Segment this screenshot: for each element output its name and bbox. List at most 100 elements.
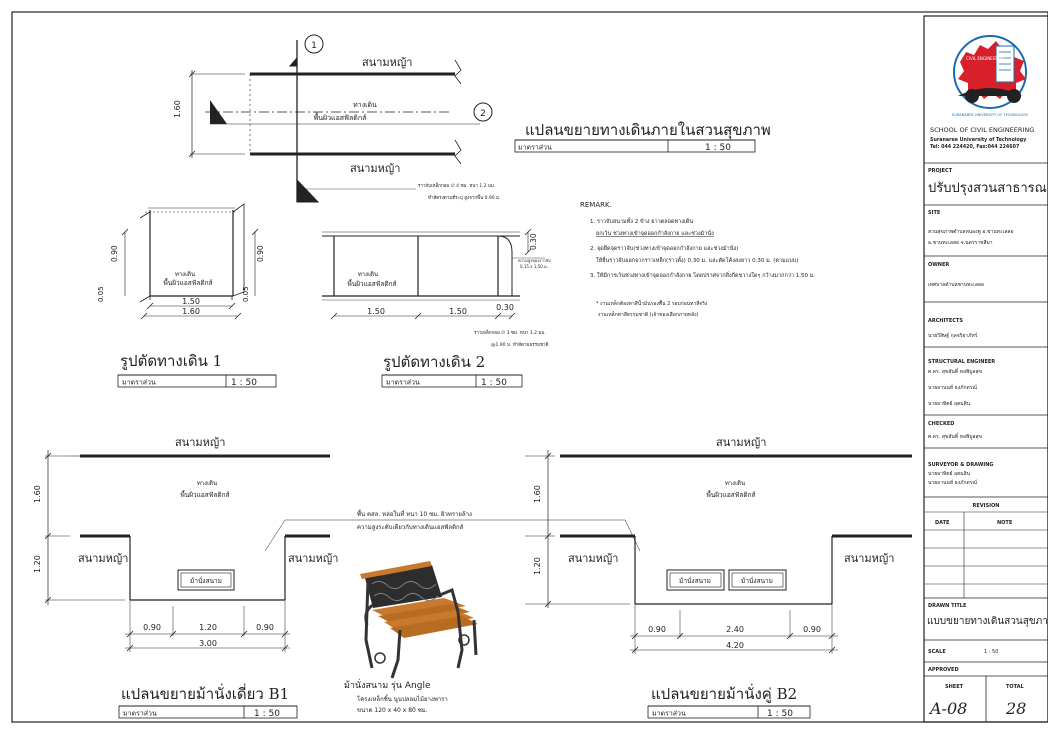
b2-scale-value: 1 : 50 xyxy=(767,709,793,719)
section-1-title: รูปตัดทางเดิน 1 xyxy=(120,352,222,370)
sheet-number: A-08 xyxy=(928,699,967,718)
revision-note-label: NOTE xyxy=(997,520,1013,526)
b2-lawn-top: สนามหญ้า xyxy=(716,436,766,449)
section-1-dim-h-left: 0.90 xyxy=(110,245,119,262)
bench-photo-line-2: ขนาด 120 x 40 x 80 ซม. xyxy=(357,707,428,714)
approved-label: APPROVED xyxy=(928,667,959,673)
b1-lawn-top: สนามหญ้า xyxy=(175,436,225,449)
owner-name: เทศบาลตำบลชานทะเลสอ xyxy=(928,282,984,288)
project-name: ปรับปรุงสวนสาธารณะ xyxy=(928,181,1048,196)
drawn-title: แบบขยายทางเดินสวนสุขภาพ xyxy=(927,616,1048,627)
section-2-dim-b: 1.50 xyxy=(449,307,467,316)
section-1-walk-label: ทางเดิน xyxy=(175,271,195,278)
plan-title: แปลนขยายทางเดินภายในสวนสุขภาพ xyxy=(525,121,771,140)
b1-title: แปลนขยายม้านั่งเดี่ยว B1 xyxy=(121,683,289,703)
garden-bench-illustration xyxy=(360,561,478,679)
plan-scale-label: มาตราส่วน xyxy=(518,144,552,152)
structural-engineer-1: ศ.ดร. สุขสันติ์ หอพิบูลสุข xyxy=(928,367,982,375)
section-2-dim-a: 1.50 xyxy=(367,307,385,316)
b2-dim-1: 0.90 xyxy=(648,625,666,634)
walkway-surface-label: พื้นผิวแอสฟัลติกส์ xyxy=(314,111,367,122)
section-1-note-paint: ทำสีตรงตามที่ระบุ สูงจากพื้น 0.90 ม. xyxy=(428,194,500,201)
section-2-walk-label: ทางเดิน xyxy=(358,271,378,278)
b2-dim-niche: 1.20 xyxy=(533,557,542,575)
b2-title: แปลนขยายม้านั่งคู่ B2 xyxy=(651,683,797,703)
section-2-dim-c: 0.30 xyxy=(496,303,514,312)
university-name: Suranaree University of Technology xyxy=(930,137,1027,143)
logo-ring-text: SURANAREE UNIVERSITY OF TECHNOLOGY xyxy=(952,113,1029,117)
b1-dim-total: 3.00 xyxy=(199,639,217,648)
section-1-scale-label: มาตราส่วน xyxy=(122,379,156,387)
bench-note-line-1: พื้น คสล. หล่อในที่ หนา 10 ซม. ผิวทรายล้… xyxy=(357,508,472,518)
b1-scale-label: มาตราส่วน xyxy=(123,710,157,718)
sheet-label: SHEET xyxy=(945,684,964,690)
section-1-dim-inner: 1.50 xyxy=(182,297,200,306)
b2-walk-label: ทางเดิน xyxy=(725,480,745,487)
section-2-note-rail: ราวเหล็กกลม ∅ 3 ซม. หนา 1.2 มม. xyxy=(474,328,546,336)
section-1-dim-base: 0.05 xyxy=(97,286,105,302)
university-logo xyxy=(953,35,1027,109)
section-2-title: รูปตัดทางเดิน 2 xyxy=(383,353,485,371)
b2-bench-b-label: ม้านั่งสนาม xyxy=(741,576,773,585)
site-label: SITE xyxy=(928,210,941,216)
checked-label: CHECKED xyxy=(928,421,954,427)
owner-label: OWNER xyxy=(928,262,949,268)
bench-note-line-2: ความสูงระดับเดียวกับทางเดินแอสฟัลติกส์ xyxy=(357,523,464,531)
b1-scale-value: 1 : 50 xyxy=(254,709,280,719)
remark-block: REMARK. 1. ราวจับสนามทั้ง 2 ข้าง ยาวตลอด… xyxy=(580,201,815,318)
section-1-note-rail: ราวจับเหล็กกลม ∅ 4 ซม. หนา 1.2 มม. xyxy=(418,181,495,189)
b2-scale-label: มาตราส่วน xyxy=(652,710,686,718)
architect-name: นายวิสิษฐ์ กุลจริยาภัทร์ xyxy=(928,332,978,339)
section-2-callout: ความสูงของราวจับ xyxy=(518,258,551,264)
structural-engineer-3: นายอาทิตย์ อุตมสิน xyxy=(928,400,971,407)
b1-bench-label: ม้านั่งสนาม xyxy=(190,576,222,585)
b1-dim-3: 0.90 xyxy=(256,623,274,632)
revision-label: REVISION xyxy=(973,503,1000,509)
b2-bench-a-label: ม้านั่งสนาม xyxy=(679,576,711,585)
scale-label: SCALE xyxy=(928,649,946,655)
site-line-2: อ.ชานทะเลสอ จ.นครราชสีมา xyxy=(928,239,993,246)
section-1-surface-label: พื้นผิวแอสฟัลติกส์ xyxy=(164,278,213,287)
section-2-callout-2: 0.15 x 1.50 ม. xyxy=(520,264,548,269)
lawn-label-top: สนามหญ้า xyxy=(362,56,412,69)
remark-line-2: ยกเว้น ช่วงทางเข้าจุดออกกำลังกาย และช่วง… xyxy=(596,229,714,237)
project-label: PROJECT xyxy=(928,168,953,174)
b1-dim-niche: 1.20 xyxy=(33,555,42,573)
surveyor-1: นายอาทิตย์ อุตมสิน xyxy=(928,470,971,477)
b1-dim-2: 1.20 xyxy=(199,623,217,632)
bench-b1-drawing xyxy=(44,450,330,652)
section-2-drawing xyxy=(322,228,545,320)
remark-line-6: * งานเหล็กต้องทาสีน้ำมันรองพื้น 2 รอบก่อ… xyxy=(596,298,708,307)
b2-lawn-right: สนามหญ้า xyxy=(844,552,894,565)
structural-label: STRUCTURAL ENGINEER xyxy=(928,359,995,365)
surveyor-label: SURVEYOR & DRAWING xyxy=(928,462,994,468)
sheet-border xyxy=(11,11,1048,723)
section-1-scale-value: 1 : 50 xyxy=(231,378,257,388)
b2-dim-walk: 1.60 xyxy=(533,485,542,503)
b2-dim-3: 0.90 xyxy=(803,625,821,634)
surveyor-2: นายอานนท์ ธงภักดรณ์ xyxy=(928,479,977,486)
b1-lawn-right: สนามหญ้า xyxy=(288,552,338,565)
title-block xyxy=(923,15,1048,723)
dim-walk-width: 1.60 xyxy=(173,100,182,118)
section-2-scale-value: 1 : 50 xyxy=(481,378,507,388)
section-1-dim-h-right: 0.90 xyxy=(256,245,265,262)
remark-line-3: 2. จุดยึดจุดราวจับ(ช่วงทางเข้าจุดออกกำลั… xyxy=(590,244,738,252)
scale-value: 1 : 50 xyxy=(984,649,998,655)
b2-lawn-left: สนามหญ้า xyxy=(568,552,618,565)
university-phone: Tel: 044 224420, Fax:044 224607 xyxy=(930,144,1019,150)
remark-line-4: ให้ยื่นราวจับออกจากราวเหล็ก(ราวตั้ง) 0.3… xyxy=(596,256,798,264)
b1-lawn-left: สนามหญ้า xyxy=(78,552,128,565)
section-1-drawing xyxy=(121,203,259,320)
section-1-dim-base-right: 0.05 xyxy=(242,286,250,302)
walkway-label: ทางเดิน xyxy=(353,101,377,109)
school-name: SCHOOL OF CIVIL ENGINEERING xyxy=(930,126,1034,134)
section-marker-1: 1 xyxy=(311,41,317,51)
remark-line-7: งานเหล็กทาสีธรรมชาติ (เจ้าของเลือกภายหลั… xyxy=(598,310,699,318)
b2-surface-label: พื้นผิวแอสฟัลติกส์ xyxy=(707,490,756,499)
plan-scale-value: 1 : 50 xyxy=(705,143,731,153)
checked-name: ศ.ดร. สุขสันติ์ หอพิบูลสุข xyxy=(928,432,982,440)
total-label: TOTAL xyxy=(1006,684,1025,690)
remark-heading: REMARK. xyxy=(580,201,612,209)
